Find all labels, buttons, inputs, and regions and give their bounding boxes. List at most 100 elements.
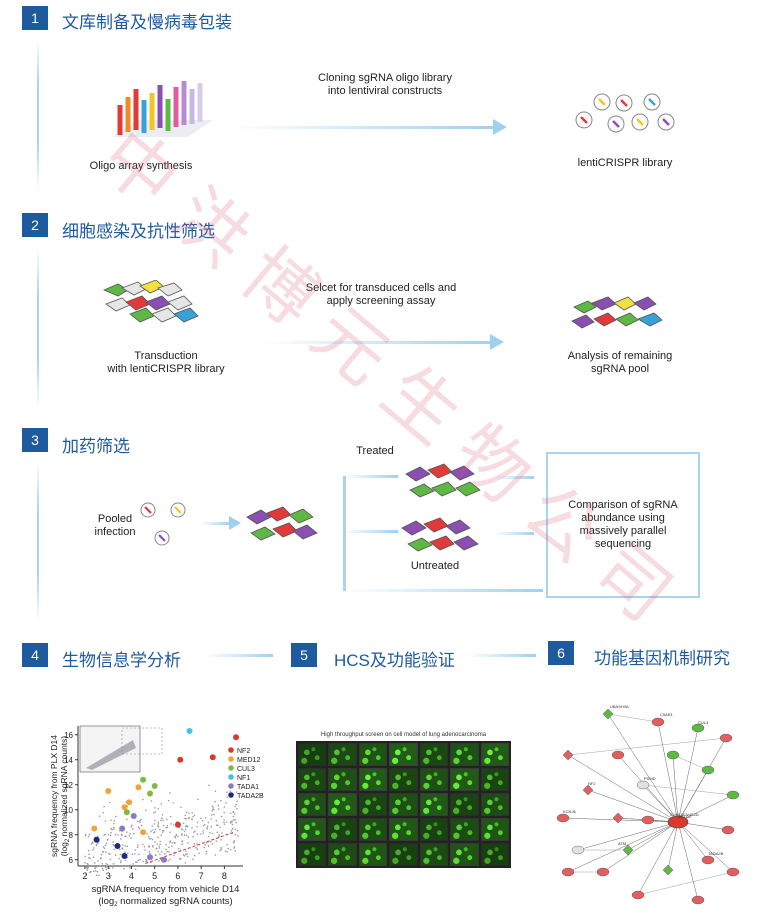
network-edge	[567, 737, 727, 756]
background-point	[110, 831, 112, 834]
background-point	[172, 824, 175, 826]
background-point	[188, 812, 190, 814]
background-point	[154, 854, 157, 856]
background-point	[139, 859, 142, 861]
background-point	[157, 850, 160, 853]
sequencing-caption: Comparison of sgRNA abundance using mass…	[568, 499, 678, 550]
background-point	[138, 853, 140, 856]
background-point	[196, 825, 198, 828]
point-cul3	[140, 776, 147, 783]
network-edge	[677, 794, 734, 823]
background-point	[160, 834, 163, 836]
background-point	[87, 857, 90, 859]
legend-swatch	[228, 747, 234, 753]
lenticrispr-library-illustration	[575, 93, 675, 133]
network-node-label: C5AR1	[660, 712, 674, 717]
background-point	[109, 858, 112, 861]
background-point	[151, 838, 154, 841]
background-point	[186, 825, 189, 828]
background-point	[166, 826, 169, 829]
background-point	[95, 844, 98, 847]
background-point	[158, 860, 160, 862]
background-point	[113, 848, 115, 851]
point-nf2	[174, 821, 181, 828]
network-edge	[667, 821, 679, 871]
background-point	[229, 812, 232, 815]
background-point	[188, 816, 191, 819]
background-point	[101, 867, 104, 870]
background-point	[98, 864, 101, 867]
background-point	[121, 834, 123, 836]
step-2-badge: 2	[22, 213, 48, 237]
background-point	[171, 845, 173, 848]
network-edge	[637, 871, 734, 896]
background-point	[166, 824, 169, 827]
y-tick-label: 10	[64, 806, 73, 815]
legend-label: NF2	[237, 748, 250, 755]
hcs-image-cell	[389, 768, 418, 791]
background-point	[204, 817, 207, 819]
background-point	[229, 790, 232, 792]
background-point	[220, 838, 223, 841]
background-point	[214, 854, 217, 856]
background-point	[195, 847, 197, 849]
background-point	[196, 833, 199, 835]
branch-mid	[343, 530, 398, 533]
point-nf2	[177, 756, 184, 763]
network-node	[631, 890, 645, 900]
point-nf1	[186, 728, 193, 734]
point-med12	[91, 825, 98, 832]
background-point	[161, 817, 163, 820]
background-point	[118, 848, 121, 851]
point-cul3	[147, 790, 154, 797]
network-node	[666, 750, 680, 760]
background-point	[193, 814, 196, 816]
hcs-image-cell	[298, 743, 327, 766]
background-point	[205, 853, 208, 855]
hcs-image-cell	[450, 743, 479, 766]
background-point	[164, 853, 166, 855]
background-point	[220, 848, 223, 851]
background-point	[236, 800, 238, 802]
transduction-cells-illustration	[102, 280, 199, 323]
background-point	[85, 866, 88, 869]
background-point	[226, 843, 228, 846]
sequencing-box: Comparison of sgRNA abundance using mass…	[546, 452, 700, 598]
background-point	[114, 833, 117, 836]
background-point	[136, 846, 139, 848]
hcs-image-cell	[450, 768, 479, 791]
background-point	[151, 825, 154, 827]
background-point	[183, 830, 186, 833]
point-tada1	[147, 854, 154, 861]
background-point	[87, 849, 90, 852]
background-point	[194, 830, 196, 832]
background-point	[196, 842, 198, 845]
background-point	[180, 806, 182, 809]
background-point	[192, 815, 194, 818]
hcs-image-cell	[419, 743, 449, 766]
background-point	[185, 818, 188, 820]
hcs-title: High throughput screen on cell model of …	[320, 732, 487, 738]
background-point	[230, 830, 233, 832]
background-point	[136, 861, 138, 863]
network-edge	[677, 769, 709, 823]
background-point	[140, 818, 142, 821]
background-point	[205, 842, 208, 844]
background-point	[120, 860, 122, 862]
network-node	[726, 867, 740, 877]
background-point	[180, 828, 183, 830]
background-point	[105, 863, 107, 865]
x-axis-label-2: (log2 normalized sgRNA counts)	[98, 896, 232, 908]
background-point	[148, 837, 151, 840]
background-point	[101, 862, 104, 865]
background-point	[124, 859, 127, 862]
pooled-caption-1: Pooled	[97, 513, 133, 525]
network-node	[691, 895, 705, 905]
network-node	[611, 750, 625, 760]
point-cul3	[123, 809, 130, 816]
network-edge	[642, 784, 734, 796]
background-point	[137, 826, 140, 828]
background-point	[236, 808, 238, 810]
step-5-title: HCS及功能验证	[334, 651, 455, 670]
y-tick-label: 6	[69, 856, 74, 865]
